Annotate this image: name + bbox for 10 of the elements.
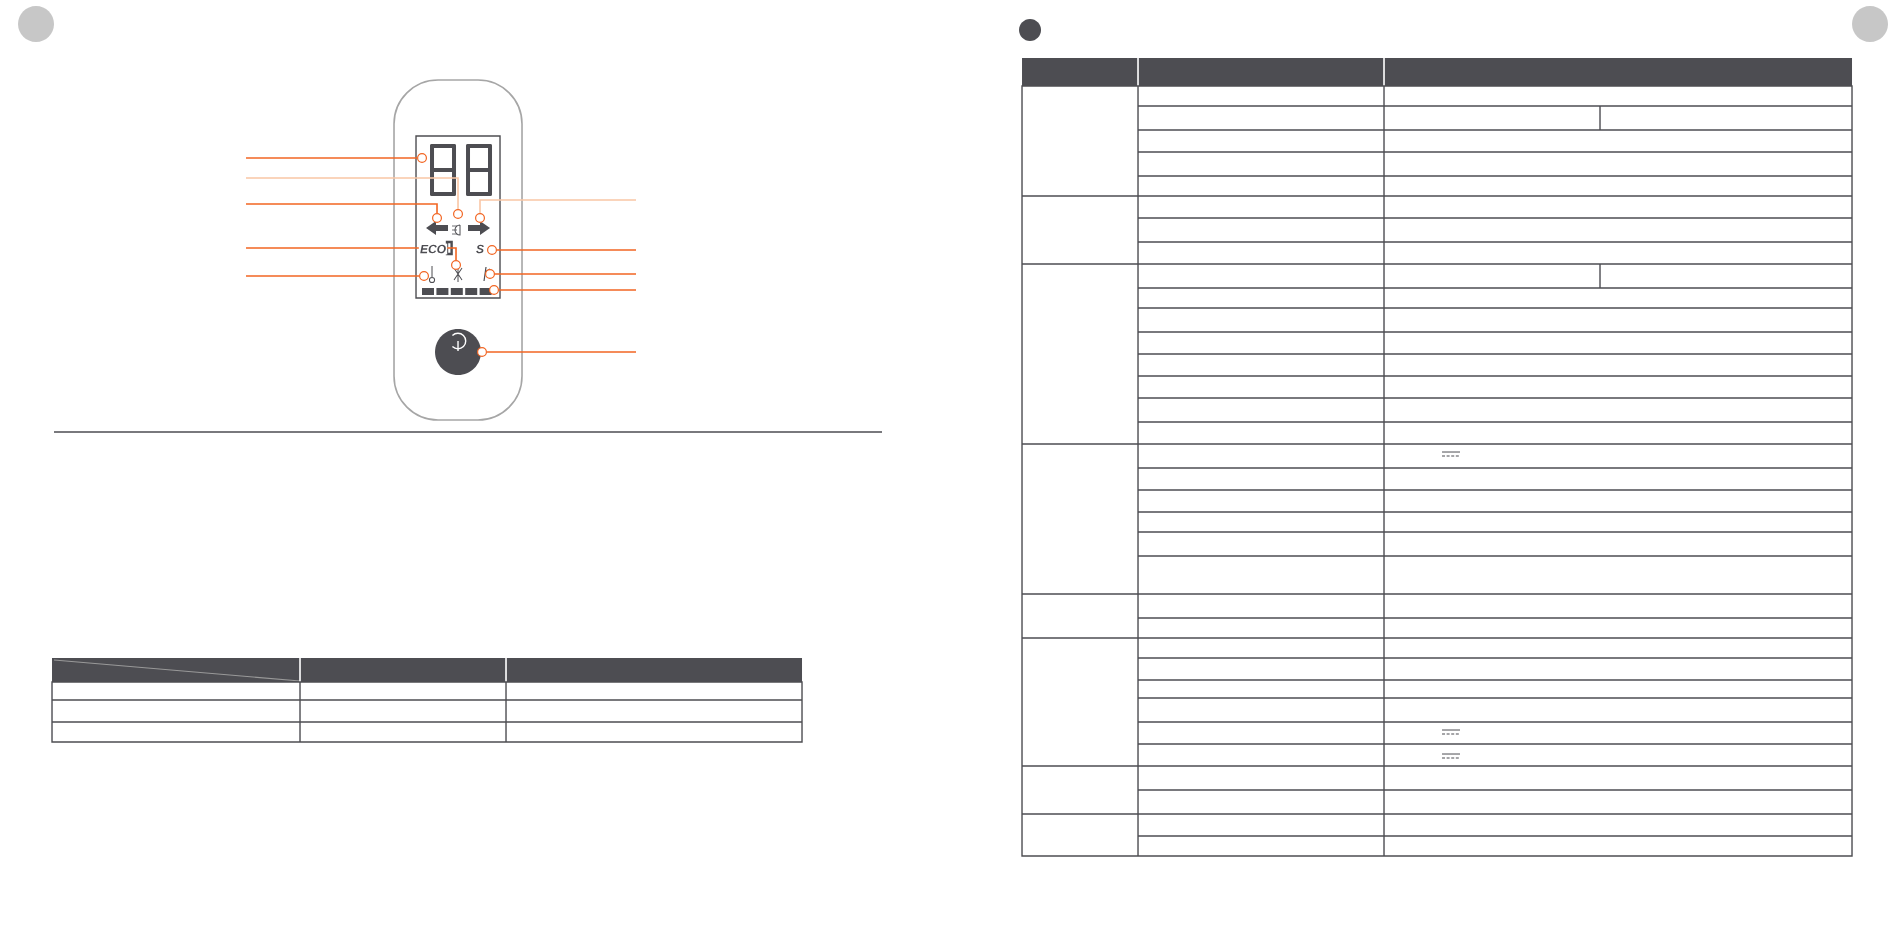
leader-line	[498, 289, 637, 291]
leader-line	[486, 351, 637, 353]
leader-line	[245, 247, 457, 261]
leader-line	[245, 157, 418, 159]
leader-line	[245, 203, 438, 214]
leader-line	[479, 199, 637, 214]
leader-line	[245, 275, 420, 277]
leader-line	[245, 177, 459, 210]
leader-line	[494, 273, 637, 275]
leader-line	[496, 249, 637, 251]
